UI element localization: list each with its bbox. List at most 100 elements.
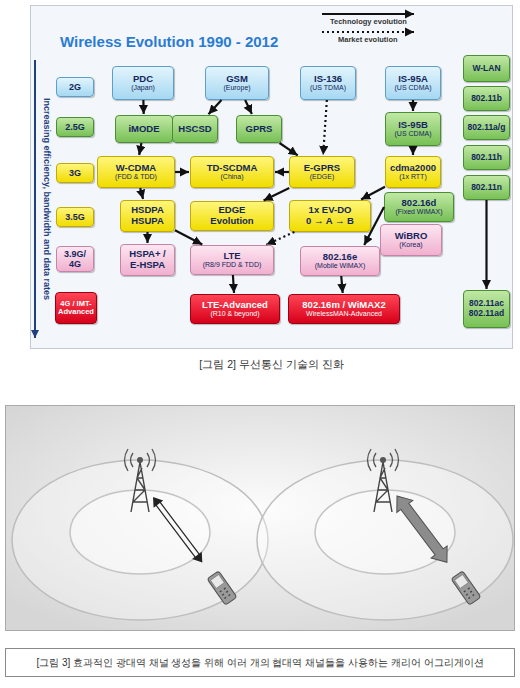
node-sublabel: (Japan)	[131, 84, 155, 92]
technology-evolution-arrow	[275, 171, 289, 173]
technology-evolution-arrow	[485, 200, 487, 289]
technology-evolution-arrow	[245, 100, 252, 114]
phone-body	[451, 571, 481, 605]
wlan-box: 802.11a/g	[463, 115, 510, 140]
node-sublabel: (Fixed WiMAX)	[395, 208, 442, 216]
technology-box: iMODE	[115, 115, 173, 143]
technology-box: IS-95A(US CDMA)	[385, 66, 441, 100]
tower-lattice	[131, 462, 149, 512]
wlan-box: 802.11b	[463, 86, 510, 111]
thin-double-arrow	[148, 493, 207, 566]
technology-box: HSCSD	[172, 115, 218, 143]
technology-box: 802.16m / WiMAX2WirelessMAN-Advanced	[288, 294, 400, 324]
node-sublabel: (R8/9 FDD & TDD)	[203, 261, 262, 269]
node-sublabel: (Mobile WiMAX)	[315, 262, 366, 270]
node-label: HSPA+ / E-HSPA	[125, 249, 170, 270]
technology-evolution-arrow	[175, 171, 189, 173]
node-label: 802.16m / WiMAX2	[302, 300, 385, 311]
node-label: 2G	[69, 82, 81, 92]
node-label: 3.9G/ 4G	[58, 249, 92, 269]
generation-label: 3G	[56, 163, 94, 183]
technology-box: LTE-Advanced(R10 & beyond)	[190, 294, 280, 324]
wlan-box: 802.11ac 802.11ad	[463, 290, 510, 328]
node-label: GPRS	[246, 124, 273, 135]
technology-evolution-arrow	[364, 207, 384, 245]
phone-screen	[454, 574, 468, 588]
node-label: 4G / IMT-Advanced	[56, 300, 96, 317]
node-sublabel: (China)	[221, 173, 244, 181]
technology-box: 802.16e(Mobile WiMAX)	[300, 246, 380, 276]
wlan-box: W-LAN	[463, 55, 510, 82]
technology-evolution-arrow	[233, 275, 234, 293]
node-sublabel: 0 → A → B	[306, 216, 354, 227]
technology-evolution-arrow	[412, 146, 414, 155]
axis-label: Increasing efficiency, bandwidth and dat…	[40, 59, 54, 339]
tower-antenna	[380, 457, 386, 463]
node-sublabel: (US CDMA)	[395, 84, 432, 92]
node-label: iMODE	[128, 124, 159, 135]
figure-caption: [그림 3] 효과적인 광대역 채널 생성을 위해 여러 개의 협대역 채널들을…	[6, 650, 514, 676]
technology-box: cdma2000(1x RTT)	[385, 156, 441, 188]
technology-evolution-arrow	[175, 230, 202, 244]
node-label: IS-95A	[398, 74, 428, 85]
node-label: GSM	[226, 74, 248, 85]
technology-evolution-arrow	[142, 100, 145, 114]
axis-arrow	[34, 60, 36, 338]
legend-dotted-arrow	[322, 31, 414, 33]
technology-evolution-arrow	[280, 143, 298, 155]
link-line	[160, 502, 200, 555]
node-label: IS-136	[314, 74, 342, 85]
phone-symbol	[207, 571, 237, 605]
wlan-box: 802.11n	[463, 175, 510, 200]
phone-keys	[464, 588, 474, 599]
legend-solid-arrow	[322, 13, 414, 15]
technology-evolution-arrow	[139, 143, 141, 155]
node-label: W-CDMA	[116, 163, 156, 174]
node-label: 802.11ac 802.11ad	[465, 299, 509, 318]
technology-box: W-CDMA(FDD & TDD)	[97, 156, 175, 188]
technology-evolution-arrow	[146, 232, 148, 243]
figure-frame	[31, 6, 513, 349]
technology-evolution-arrow	[140, 188, 143, 199]
node-label: E-GPRS	[304, 163, 340, 174]
tower-antenna	[137, 457, 143, 463]
generation-label: 3.9G/ 4G	[56, 246, 94, 272]
node-label: 802.11h	[471, 153, 502, 163]
node-label: 3.5G	[65, 212, 85, 222]
node-label: PDC	[133, 74, 153, 85]
node-label: TD-SCDMA	[207, 163, 258, 174]
technology-box: TD-SCDMA(China)	[190, 156, 274, 188]
node-label: cdma2000	[390, 163, 436, 174]
phone-screen	[210, 574, 224, 588]
node-sublabel: (1x RTT)	[399, 173, 426, 181]
node-sublabel: (FDD & TDD)	[115, 173, 157, 181]
technology-evolution-arrow	[208, 100, 221, 114]
node-label: LTE-Advanced	[202, 300, 268, 311]
cell-outer	[12, 460, 268, 620]
node-label: LTE	[223, 251, 240, 262]
node-label: WiBRO	[395, 231, 428, 242]
node-label: EDGE Evolution	[202, 205, 262, 226]
node-label: W-LAN	[472, 64, 500, 74]
arrow-head	[192, 552, 207, 566]
node-label: 802.11a/g	[468, 123, 506, 133]
generation-label: 3.5G	[56, 207, 94, 227]
technology-box: WiBRO(Korea)	[380, 224, 442, 256]
market-evolution-arrow	[323, 100, 327, 155]
node-label: IS-95B	[398, 120, 428, 131]
market-evolution-arrow	[266, 232, 294, 245]
technology-box: IS-95B(US CDMA)	[385, 112, 441, 146]
node-label: HSCSD	[178, 124, 211, 135]
node-label: 1x EV-DO	[309, 205, 352, 216]
node-sublabel: (Europe)	[223, 84, 250, 92]
technology-box: IS-136(US TDMA)	[300, 66, 356, 100]
phone-body	[207, 571, 237, 605]
technology-evolution-arrow	[412, 100, 414, 111]
technology-evolution-arrow	[264, 188, 290, 201]
legend-text: Market evolution	[338, 35, 398, 44]
node-sublabel: (EDGE)	[310, 173, 335, 181]
